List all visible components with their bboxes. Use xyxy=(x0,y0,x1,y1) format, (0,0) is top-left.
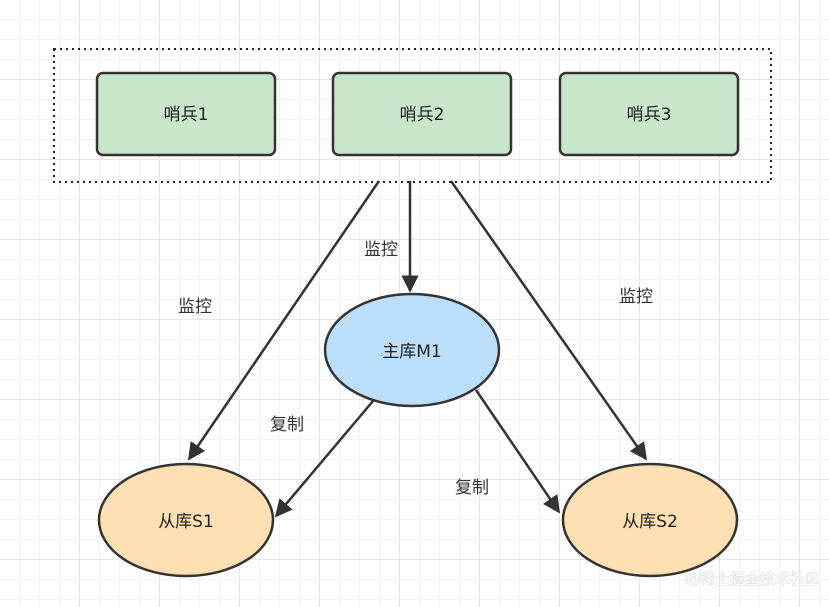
replicate-label-left: 复制 xyxy=(270,415,304,435)
replicate-arrow-right xyxy=(474,389,561,514)
master-label: 主库M1 xyxy=(382,342,441,362)
monitor-label-center: 监控 xyxy=(364,240,398,260)
monitor-arrow-left xyxy=(187,180,381,461)
monitor-arrow-right xyxy=(449,180,648,461)
monitor-label-right: 监控 xyxy=(619,287,653,307)
replica-label-1: 从库S1 xyxy=(158,512,214,532)
replicate-label-right: 复制 xyxy=(455,478,489,498)
monitor-label-left: 监控 xyxy=(178,297,212,317)
sentinel-node-1[interactable]: 哨兵1 xyxy=(95,71,277,157)
sentinel-node-3[interactable]: 哨兵3 xyxy=(558,71,740,157)
replica-node-2[interactable]: 从库S2 xyxy=(561,462,739,578)
sentinel-node-2[interactable]: 哨兵2 xyxy=(331,71,513,157)
sentinel-label-1: 哨兵1 xyxy=(164,105,209,125)
replica-label-2: 从库S2 xyxy=(622,512,678,532)
replica-node-1[interactable]: 从库S1 xyxy=(97,462,275,578)
watermark-text: @稀土掘金技术社区 xyxy=(685,570,820,588)
master-node[interactable]: 主库M1 xyxy=(323,292,501,408)
sentinel-label-3: 哨兵3 xyxy=(627,105,672,125)
sentinel-label-2: 哨兵2 xyxy=(400,105,445,125)
replicate-arrow-left xyxy=(274,400,374,518)
sentinel-group-container xyxy=(53,48,772,183)
